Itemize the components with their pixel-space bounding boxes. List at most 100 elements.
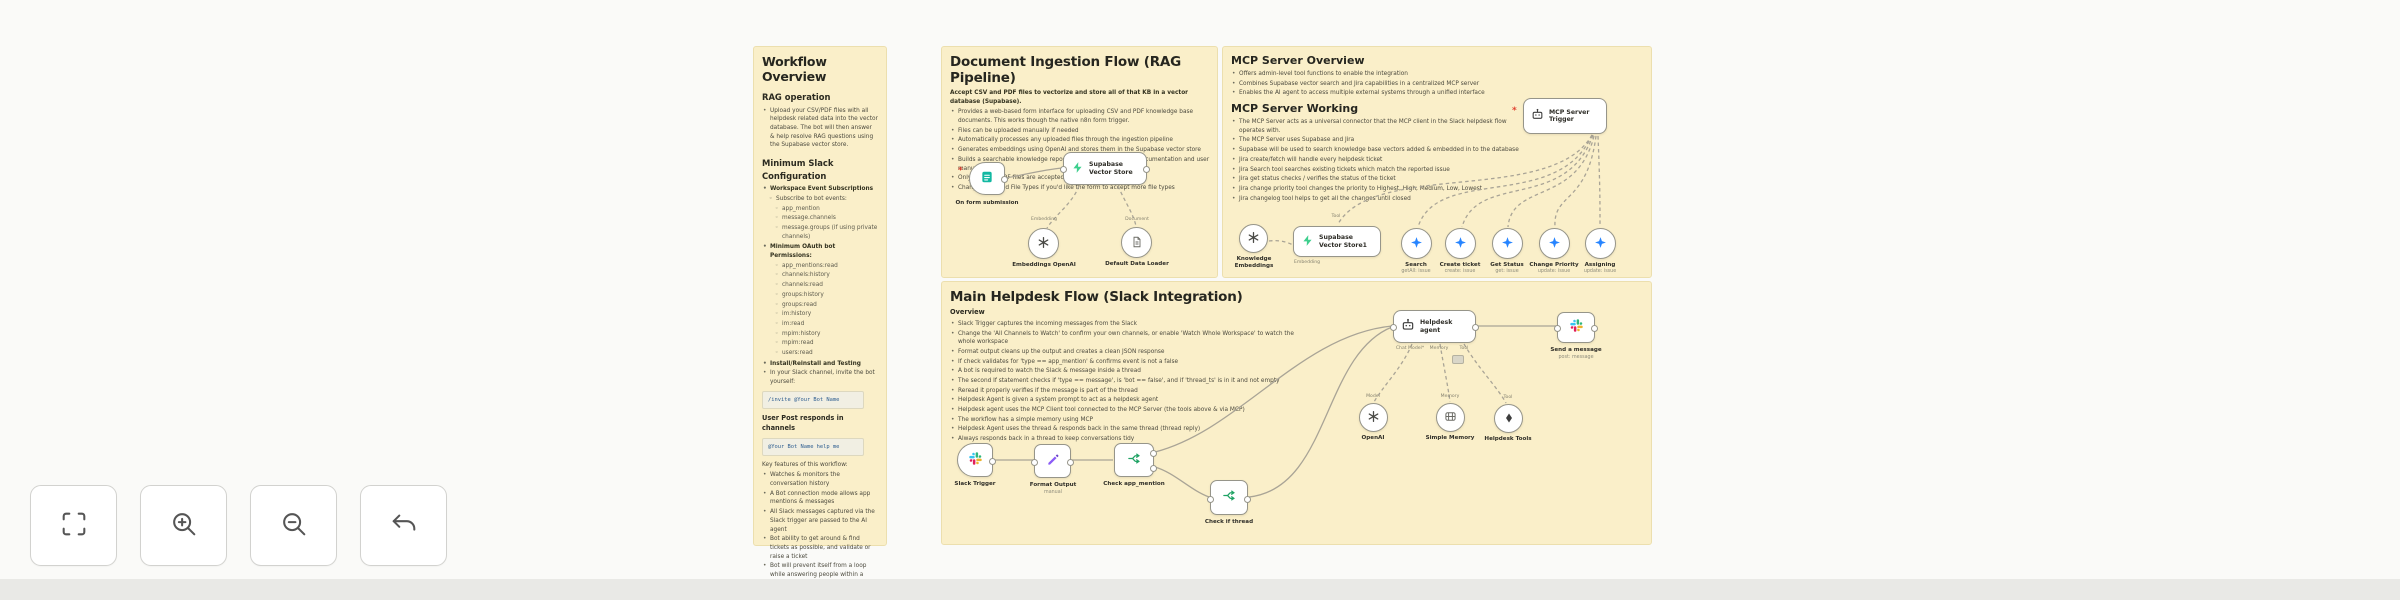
bullet: Provides a web-based form interface for … (950, 108, 1212, 125)
input-port[interactable] (1554, 325, 1561, 332)
memory-icon (1444, 408, 1457, 427)
node-label: Check app_mention (1103, 481, 1165, 487)
slack-icon (1569, 318, 1584, 337)
output-port[interactable] (1472, 324, 1479, 331)
note-text-block: @Your Bot Name help me (762, 437, 865, 456)
jira-icon (1548, 234, 1561, 253)
zoom-out-icon (279, 509, 309, 543)
node-label: Slack Trigger (954, 481, 996, 487)
input-port[interactable] (1390, 324, 1397, 331)
note-text-block: Bot ability to get around & find tickets… (762, 535, 878, 561)
bullet: Jira change priority tool changes the pr… (1231, 185, 1523, 194)
node-send-a-message[interactable] (1554, 312, 1598, 343)
jira-tool-circle[interactable] (1444, 228, 1476, 259)
jira-icon (1410, 234, 1423, 253)
node-subtitle: update: issue (1537, 268, 1571, 274)
pencil-icon (1046, 452, 1060, 471)
node-helpdesk-tools-mcp-client[interactable] (1494, 404, 1523, 433)
node-helpdesk-agent[interactable]: Helpdesk agent (1390, 310, 1479, 343)
openai-icon (1247, 229, 1260, 248)
jira-tool-circle[interactable] (1584, 228, 1616, 259)
supabase-icon (1301, 234, 1314, 249)
undo-button[interactable] (360, 485, 447, 566)
input-port[interactable] (1207, 496, 1214, 503)
fullscreen-button[interactable] (30, 485, 117, 566)
note-text-block: app_mentions:read (762, 262, 878, 271)
output-port[interactable] (989, 458, 996, 465)
node-label: Search (1405, 262, 1427, 268)
note-text-block: users:read (762, 349, 878, 358)
sticky-note-main-flow[interactable]: Main Helpdesk Flow (Slack Integration) O… (941, 281, 1652, 545)
bullet: Enables the AI agent to access multiple … (1231, 89, 1523, 98)
jira-icon (1454, 234, 1467, 253)
node-jira-tool[interactable]: Change Priority update: issue (1522, 228, 1586, 274)
bullet: Combines Supabase vector search and Jira… (1231, 80, 1523, 89)
canvas-toolbar (30, 485, 447, 566)
output-port-false[interactable] (1150, 465, 1157, 472)
node-knowledge-embeddings[interactable] (1239, 224, 1268, 253)
agent-tools-badge[interactable] (1452, 355, 1464, 364)
node-subtitle: post: message (1558, 355, 1594, 360)
node-slack-trigger[interactable] (957, 443, 996, 477)
bullet: The workflow has a simple memory using M… (950, 416, 1295, 425)
note-text-block: /invite @Your Bot Name (762, 390, 865, 409)
fullscreen-icon (59, 509, 89, 543)
note-text-block: channels:history (762, 271, 878, 280)
bullet: Change the 'All Channels to Watch' to co… (950, 330, 1295, 347)
jira-tool-circle[interactable] (1400, 228, 1432, 259)
output-port[interactable] (1591, 325, 1598, 332)
output-port[interactable] (1244, 496, 1251, 503)
node-label: Create ticket (1439, 262, 1481, 268)
zoom-in-button[interactable] (140, 485, 227, 566)
node-supabase-vector-store[interactable]: Supabase Vector Store (1060, 152, 1150, 185)
bullet: Jira create/fetch will handle every help… (1231, 156, 1523, 165)
bullet: Reread it properly verifies if the messa… (950, 387, 1295, 396)
note-title: Main Helpdesk Flow (Slack Integration) (950, 289, 1243, 305)
zoom-out-button[interactable] (250, 485, 337, 566)
node-check-if-thread[interactable] (1207, 480, 1251, 515)
node-format-output[interactable] (1031, 444, 1074, 478)
node-subtitle: update: issue (1583, 268, 1617, 274)
node-check-app-mention[interactable] (1114, 443, 1157, 477)
jira-tool-circle[interactable] (1491, 228, 1523, 259)
note-text-block: mpim:read (762, 339, 878, 348)
jira-tool-circle[interactable] (1538, 228, 1570, 259)
note-text-block: Minimum OAuth bot Permissions: (762, 243, 878, 260)
output-port-true[interactable] (1150, 450, 1157, 457)
document-icon (1131, 233, 1143, 252)
node-openai-chat-model[interactable] (1359, 403, 1388, 432)
bullet: Always responds back in a thread to keep… (950, 435, 1295, 444)
sticky-note-workflow-overview[interactable]: Workflow Overview RAG operationUpload yo… (753, 46, 887, 600)
node-supabase-vector-store-tool[interactable]: Supabase Vector Store1 (1293, 226, 1381, 257)
bullet: Automatically processes any uploaded fil… (950, 136, 1212, 145)
output-port[interactable] (1143, 166, 1150, 173)
node-label: Simple Memory (1425, 435, 1475, 441)
input-port[interactable] (1031, 459, 1038, 466)
bullet: The second If statement checks if 'type … (950, 377, 1295, 386)
note-text-block: mpim:history (762, 330, 878, 339)
note-text-block: app_mention (762, 205, 878, 214)
node-jira-tool[interactable]: Create ticket create: issue (1428, 228, 1492, 274)
node-jira-tool[interactable]: Search getAll: issue (1384, 228, 1448, 274)
output-port[interactable] (1067, 459, 1074, 466)
note-text-block: RAG operation (762, 92, 831, 102)
note-text-block: All Slack messages captured via the Slac… (762, 508, 878, 534)
viewport-edge-strip (0, 579, 2400, 600)
port-label-chat-model: Chat Model* (1395, 346, 1425, 351)
node-mcp-server-trigger[interactable]: MCP Server Trigger (1523, 98, 1607, 134)
node-on-form-submission[interactable] (969, 162, 1008, 195)
note-text-block: Install/Reinstall and Testing (762, 360, 878, 369)
bullet: Jira changelog tool helps to get all the… (1231, 195, 1523, 204)
node-jira-tool[interactable]: Get Status get: issue (1475, 228, 1539, 274)
node-embeddings-openai[interactable] (1028, 228, 1059, 259)
robot-icon (1401, 318, 1415, 334)
node-label: Get Status (1490, 262, 1524, 268)
mcp-overview-heading: MCP Server Overview (1231, 54, 1365, 67)
node-jira-tool[interactable]: Assigning update: issue (1568, 228, 1632, 274)
node-label: Embeddings OpenAI (1012, 262, 1076, 268)
output-port[interactable] (1001, 176, 1008, 183)
input-port[interactable] (1060, 166, 1067, 173)
node-default-data-loader[interactable] (1121, 227, 1152, 258)
node-simple-memory[interactable] (1436, 403, 1465, 432)
